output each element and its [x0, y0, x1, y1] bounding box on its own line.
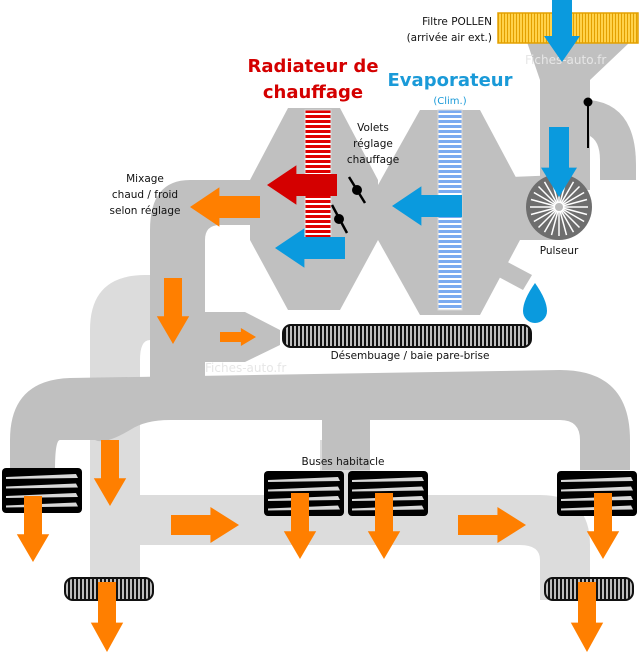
- center-vent-stub: [322, 415, 370, 470]
- airflow-arrow-icon: [90, 582, 124, 652]
- airflow-arrow-icon: [367, 493, 401, 559]
- flap-valve-icon: [347, 176, 367, 204]
- fan-icon: [526, 174, 592, 240]
- airflow-arrow-icon: [275, 228, 345, 268]
- upper-horizontal-duct: [10, 370, 630, 470]
- flaps-label-line2: réglage: [353, 138, 393, 150]
- airflow-arrow-icon: [541, 127, 577, 197]
- airflow-arrow-icon: [570, 582, 604, 652]
- water-drop-icon: [523, 283, 547, 323]
- fan-blade: [530, 198, 560, 208]
- airflow-arrow-icon: [544, 0, 580, 62]
- airflow-arrow-icon: [267, 165, 337, 205]
- fan-blade: [558, 206, 581, 229]
- fan-blade: [558, 206, 575, 233]
- airflow-arrow-icon: [16, 496, 50, 562]
- main-duct-network: [10, 42, 636, 470]
- fan-blade: [543, 206, 560, 233]
- heater-title-line1: Radiateur de: [247, 56, 378, 77]
- fan-blade: [533, 206, 560, 223]
- airflow-arrow-icon: [283, 493, 317, 559]
- fan-blade: [543, 181, 560, 208]
- watermark-middle: Fiches-auto.fr: [205, 361, 286, 375]
- inlet-funnel: [527, 42, 630, 130]
- flap-valve-icon: [330, 204, 349, 234]
- fan-blade: [558, 191, 585, 208]
- pollen-filter: Filtre POLLEN (arrivée air ext.): [407, 12, 639, 44]
- fan-blade: [537, 185, 560, 208]
- fan-blade: [530, 206, 560, 216]
- airflow-arrow-icon: [392, 186, 462, 226]
- fan-blade: [558, 206, 585, 223]
- air-vent-grille-icon: [2, 468, 82, 513]
- airflow-arrow-icon: [156, 278, 190, 344]
- evaporator-subtitle: (Clim.): [433, 96, 466, 107]
- fan-blade: [550, 206, 560, 236]
- mixing-label-line1: Mixage: [126, 173, 164, 185]
- recirculation-elbow: [588, 100, 636, 180]
- heater-title-line2: chauffage: [263, 82, 363, 103]
- cabin-vents-label: Buses habitacle: [302, 456, 385, 468]
- fan-hub: [555, 203, 563, 211]
- airflow-arrow-icon: [458, 507, 526, 543]
- recirculation-flap-icon: [583, 97, 593, 148]
- watermark-top: Fiches-auto.fr: [525, 53, 606, 67]
- mixing-duct: [150, 180, 280, 395]
- pollen-filter-label-line1: Filtre POLLEN: [422, 16, 492, 28]
- defrost-vent: Désembuage / baie pare-brise: [282, 324, 532, 362]
- airflow-arrow-icon: [171, 507, 239, 543]
- airflow-arrow-icon: [93, 440, 127, 506]
- blower-label: Pulseur: [540, 245, 579, 257]
- fan-blade: [558, 181, 575, 208]
- fan-blade: [558, 206, 588, 216]
- defrost-label: Désembuage / baie pare-brise: [331, 350, 490, 362]
- pollen-filter-label-line2: (arrivée air ext.): [407, 32, 492, 44]
- airflow-arrow-icon: [586, 493, 620, 559]
- mixing-label-line2: chaud / froid: [112, 189, 178, 201]
- fan-blade: [537, 206, 560, 229]
- flaps-label-line1: Volets: [357, 122, 389, 134]
- fan-blade: [558, 206, 568, 236]
- fan-blade: [558, 198, 588, 208]
- evaporator-title: Evaporateur: [388, 70, 513, 91]
- fan-blade: [558, 185, 581, 208]
- airflow-arrow-icon: [220, 328, 256, 346]
- airflow-arrow-icon: [190, 187, 260, 227]
- mixing-label-line3: selon réglage: [110, 205, 181, 217]
- flaps-label-line3: chauffage: [347, 154, 399, 166]
- air-vent-grille-icon: [282, 324, 532, 348]
- fan-blade: [533, 191, 560, 208]
